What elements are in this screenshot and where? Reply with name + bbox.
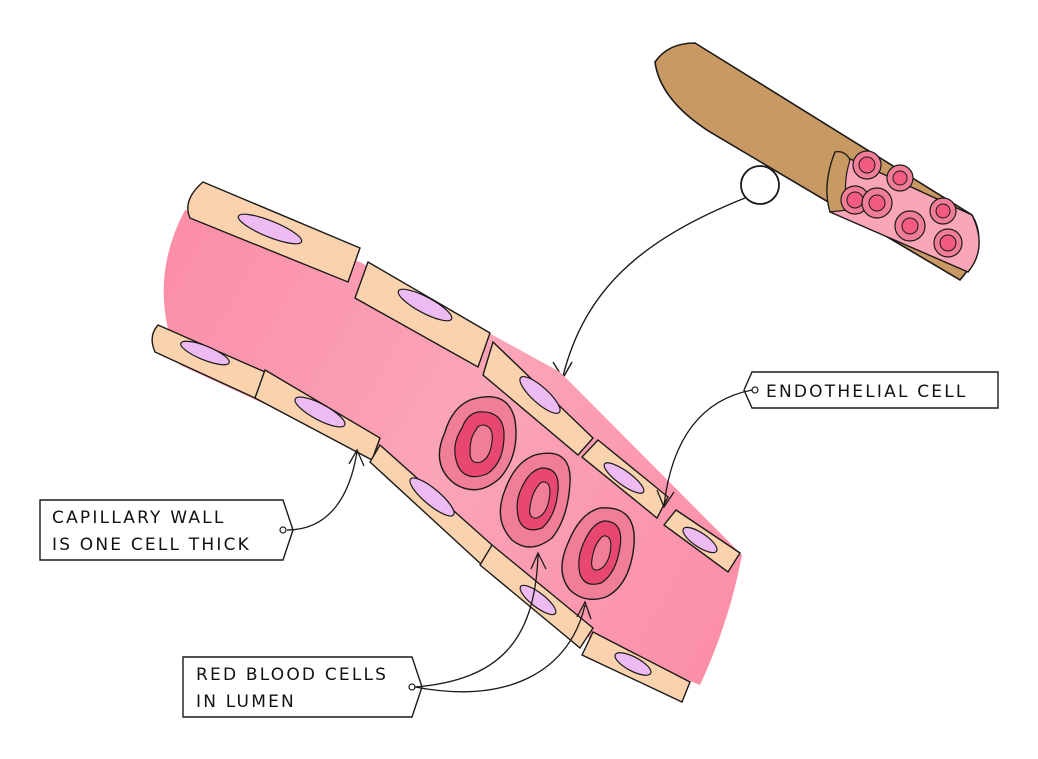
nucleus — [682, 526, 718, 554]
vessel-overview — [654, 42, 980, 282]
nucleus — [519, 584, 557, 616]
vessel-blood-cells — [840, 150, 963, 258]
endothelial-cell — [662, 509, 741, 574]
rbc-text-line1: RED BLOOD CELLS — [196, 665, 388, 685]
red-blood-cells — [438, 396, 635, 600]
nucleus — [237, 213, 303, 245]
endothelial-cell-label: ENDOTHELIAL CELL — [656, 371, 999, 509]
endothelial-cell — [354, 260, 491, 369]
nucleus — [614, 652, 652, 676]
endothelial-cell-text: ENDOTHELIAL CELL — [766, 382, 968, 402]
nucleus — [409, 477, 455, 517]
endothelial-cell — [479, 543, 594, 650]
endothelial-cell — [151, 324, 266, 399]
nucleus — [519, 376, 561, 414]
capillary — [151, 181, 742, 703]
capillary-wall-text-line1: CAPILLARY WALL — [52, 508, 226, 528]
red-blood-cell — [438, 396, 517, 491]
zoom-circle — [740, 165, 780, 205]
endothelial-cell — [369, 443, 493, 567]
endothelial-cell — [581, 631, 691, 703]
zoom-arrow — [552, 197, 746, 380]
top-wall — [187, 181, 741, 574]
red-blood-cell — [499, 452, 571, 548]
capillary-wall-text-line2: IS ONE CELL THICK — [52, 535, 251, 555]
endothelial-cell — [482, 340, 594, 456]
nucleus — [397, 288, 453, 322]
nucleus — [603, 462, 645, 494]
endothelial-cell — [187, 181, 361, 283]
rbc-text-line2: IN LUMEN — [196, 692, 296, 712]
nucleus — [294, 396, 346, 428]
nucleus — [180, 340, 230, 366]
capillary-wall-label: CAPILLARY WALL IS ONE CELL THICK — [39, 448, 365, 561]
endothelial-cell — [580, 439, 669, 520]
bottom-wall — [151, 324, 691, 703]
red-blood-cells-label: RED BLOOD CELLS IN LUMEN — [182, 551, 592, 718]
red-blood-cell — [561, 507, 635, 600]
